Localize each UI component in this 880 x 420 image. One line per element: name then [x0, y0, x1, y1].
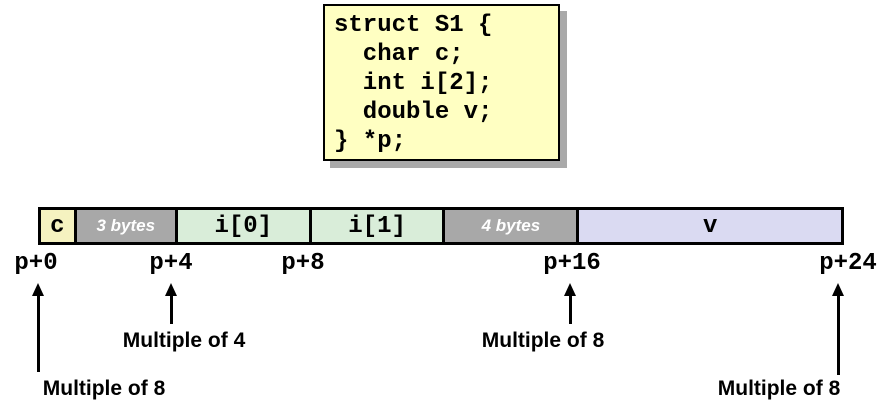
alignment-label-p16-multiple-of-8: Multiple of 8 [481, 329, 605, 352]
arrow-line [568, 296, 572, 324]
padding-cell-label: 4 bytes [481, 216, 541, 235]
memory-cell-label: v [702, 212, 718, 240]
arrow-head-icon [832, 283, 844, 296]
offset-label-p4: p+4 [149, 250, 193, 277]
arrow-line [36, 296, 40, 372]
memory-cell-c: c [41, 210, 74, 242]
offset-label-p16: p+16 [543, 250, 601, 277]
arrow-line [169, 296, 173, 324]
arrow-head-icon [564, 283, 576, 296]
code-line: struct S1 { [334, 12, 493, 39]
up-arrow-icon [165, 283, 177, 324]
memory-layout-bar: c 3 bytes i[0] i[1] 4 bytes v [38, 207, 844, 245]
offset-label-p8: p+8 [281, 250, 325, 277]
arrow-line [836, 296, 840, 375]
alignment-label-p4-multiple-of-4: Multiple of 4 [122, 329, 246, 352]
memory-cell-padding-3bytes: 3 bytes [73, 210, 175, 242]
offset-label-p24: p+24 [819, 250, 877, 277]
code-line: double v; [334, 99, 493, 126]
memory-cell-v: v [576, 210, 841, 242]
memory-cell-label: c [50, 212, 65, 240]
alignment-label-p0-multiple-of-8: Multiple of 8 [42, 377, 166, 400]
code-line: int i[2]; [334, 70, 493, 97]
memory-cell-padding-4bytes: 4 bytes [442, 210, 577, 242]
memory-cell-i1: i[1] [308, 210, 443, 242]
memory-cell-label: i[1] [348, 212, 406, 240]
up-arrow-icon [32, 283, 44, 372]
arrow-head-icon [165, 283, 177, 296]
alignment-label-p24-multiple-of-8: Multiple of 8 [717, 377, 841, 400]
padding-cell-label: 3 bytes [96, 216, 156, 235]
code-line: char c; [334, 41, 464, 68]
up-arrow-icon [832, 283, 844, 375]
offset-label-p0: p+0 [14, 250, 58, 277]
arrow-head-icon [32, 283, 44, 296]
up-arrow-icon [564, 283, 576, 324]
memory-cell-i0: i[0] [174, 210, 309, 242]
code-line: } *p; [334, 128, 407, 155]
struct-code-box: struct S1 { char c; int i[2]; double v; … [323, 4, 560, 161]
memory-cell-label: i[0] [214, 212, 273, 240]
